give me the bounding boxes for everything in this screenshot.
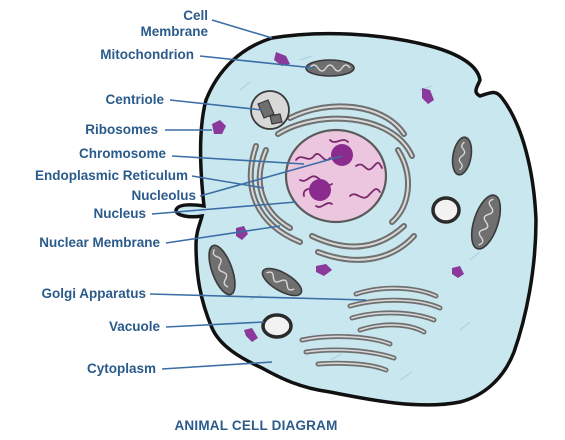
- label-nuclear-membrane: Nuclear Membrane: [39, 235, 160, 250]
- leader-cell-membrane: [211, 19, 273, 39]
- label-cell-membrane-2: Membrane: [140, 24, 208, 39]
- endoplasmic-reticulum: [247, 103, 417, 263]
- centriole: [250, 90, 290, 130]
- leader-vacuole: [165, 321, 265, 328]
- leader-lines: [149, 19, 367, 370]
- ribosomes: [212, 52, 464, 342]
- leader-nucleus: [151, 201, 297, 215]
- golgi-apparatus: [347, 285, 443, 335]
- leader-cytoplasm: [161, 361, 273, 370]
- label-vacuole: Vacuole: [109, 319, 161, 334]
- mitochondrion-top: [305, 59, 355, 77]
- labels: Cell Membrane Mitochondrion Centriole Ri…: [35, 8, 209, 376]
- label-nucleus: Nucleus: [93, 206, 146, 221]
- label-ribosomes: Ribosomes: [85, 122, 158, 137]
- nucleolus-secondary: [309, 179, 331, 201]
- leader-nucleolus: [199, 155, 343, 197]
- leader-mitochondrion: [199, 55, 315, 69]
- mitochondrion-small: [451, 136, 473, 176]
- mitochondria: [208, 59, 502, 297]
- label-nucleolus: Nucleolus: [131, 188, 196, 203]
- nucleolus: [331, 144, 353, 166]
- leader-nuclear-membrane: [165, 225, 281, 244]
- diagram-caption: ANIMAL CELL DIAGRAM: [174, 418, 337, 433]
- label-cell-membrane-1: Cell: [183, 8, 208, 23]
- nucleus: [284, 128, 388, 224]
- label-chromosome: Chromosome: [79, 146, 167, 161]
- label-endoplasmic-reticulum: Endoplasmic Reticulum: [35, 168, 188, 183]
- label-golgi-apparatus: Golgi Apparatus: [41, 286, 146, 301]
- label-centriole: Centriole: [105, 92, 164, 107]
- endoplasmic-reticulum-lower: [299, 334, 397, 373]
- mitochondrion-left: [208, 244, 236, 296]
- leader-endoplasmic-reticulum: [191, 175, 265, 189]
- label-mitochondrion: Mitochondrion: [100, 47, 194, 62]
- leader-centriole: [169, 99, 263, 111]
- leader-golgi: [149, 293, 367, 301]
- mitochondrion-right: [470, 194, 502, 250]
- label-cytoplasm: Cytoplasm: [87, 361, 156, 376]
- leader-chromosome: [171, 155, 305, 165]
- mitochondrion-lower: [261, 267, 303, 297]
- vacuoles: [261, 196, 461, 339]
